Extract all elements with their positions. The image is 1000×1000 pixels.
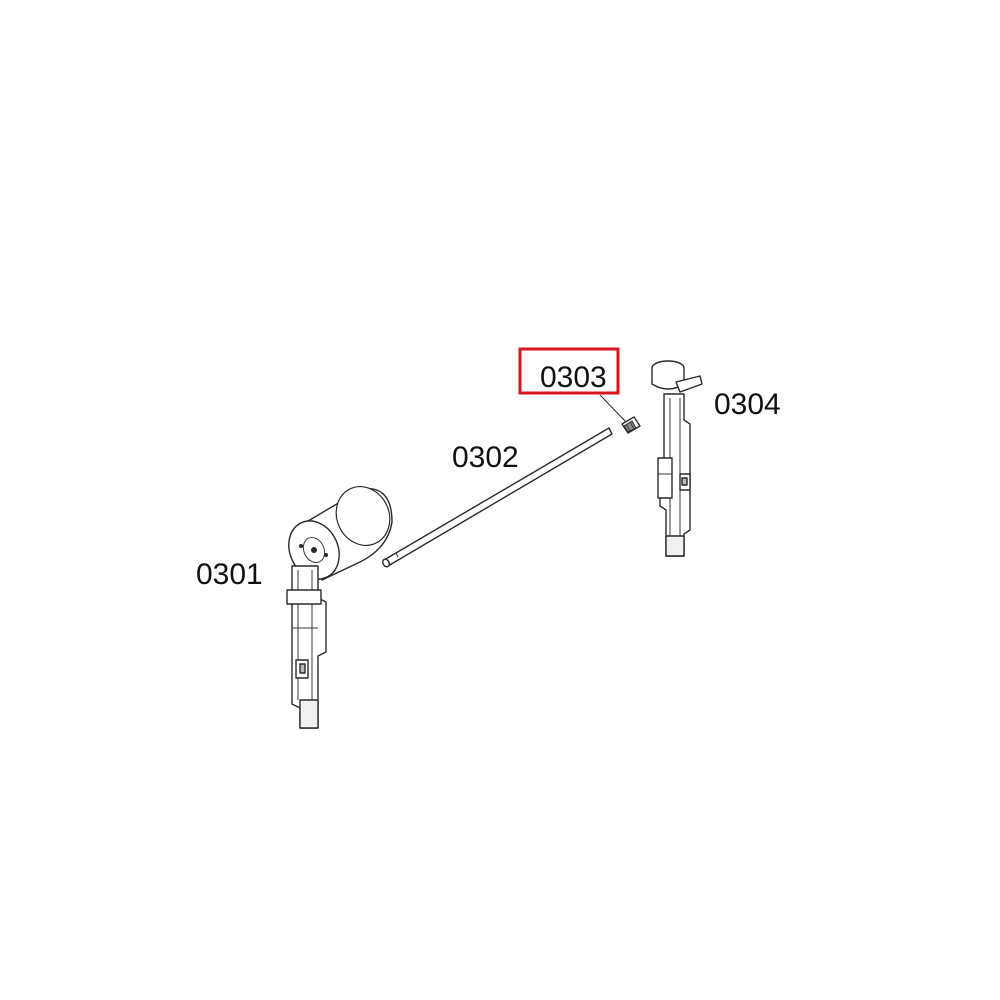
label-0303[interactable]: 0303 xyxy=(540,361,607,394)
label-0304[interactable]: 0304 xyxy=(714,388,781,421)
leader-line-0303 xyxy=(599,394,627,423)
part-0304-bracket-assembly xyxy=(651,360,703,557)
label-0301[interactable]: 0301 xyxy=(196,558,263,591)
part-0302-shaft xyxy=(382,427,613,568)
label-0302[interactable]: 0302 xyxy=(452,441,519,474)
part-0301-motor-assembly xyxy=(286,486,393,729)
part-0303-coupling xyxy=(621,416,641,434)
highlight-box-0303 xyxy=(518,347,620,395)
